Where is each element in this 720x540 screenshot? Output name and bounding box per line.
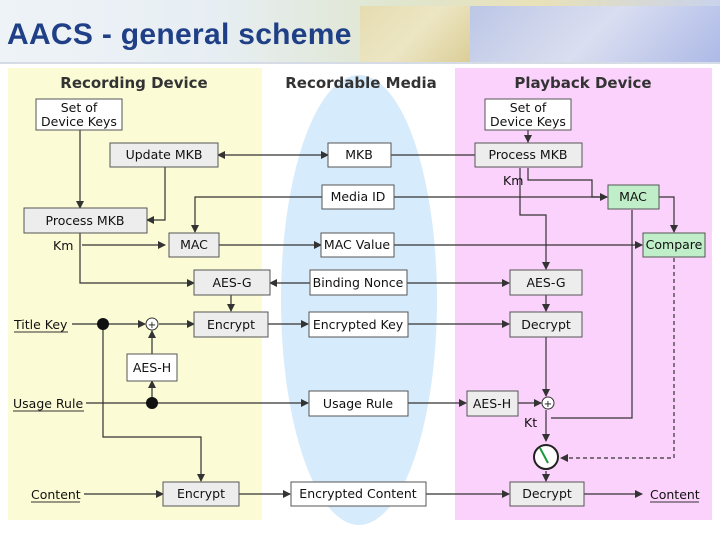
play-device-keys-label-2: Device Keys <box>490 114 566 129</box>
xor-icon-playback <box>541 396 555 410</box>
playback-header: Playback Device <box>514 74 651 92</box>
media-mkb-label: MKB <box>345 147 373 162</box>
mac-value-label: MAC Value <box>324 237 390 252</box>
play-aesh-label: AES-H <box>473 396 511 411</box>
title-key-label: Title Key <box>13 317 68 332</box>
rec-content-label: Content <box>31 487 81 502</box>
play-device-keys-box <box>484 98 572 131</box>
binding-nonce-label: Binding Nonce <box>313 275 404 290</box>
update-mkb-label: Update MKB <box>126 147 203 162</box>
play-aesh-box <box>466 390 519 417</box>
arrow-mediaid-to-mac <box>191 196 322 233</box>
recording-header: Recording Device <box>60 74 207 92</box>
compare-label: Compare <box>646 237 703 252</box>
rec-km-label: Km <box>53 238 73 253</box>
media-usage-rule-label: Usage Rule <box>323 396 393 411</box>
rec-device-keys-label-2: Device Keys <box>41 114 117 129</box>
rec-encrypt-key-label: Encrypt <box>207 317 255 332</box>
xor-symbol-playback: + <box>544 399 552 410</box>
switch-needle <box>539 447 549 464</box>
rec-aesh-label: AES-H <box>133 360 171 375</box>
junction-dot-titlekey <box>97 318 109 330</box>
page-title: AACS - general scheme <box>7 18 352 51</box>
rec-encrypt-key-box <box>193 311 269 338</box>
binding-nonce-box <box>309 269 408 296</box>
banner-texture <box>360 6 470 62</box>
switch-icon <box>533 444 559 470</box>
media-mkb-box <box>327 142 392 168</box>
update-mkb-box <box>109 142 219 168</box>
play-mac-label: MAC <box>619 189 647 204</box>
xor-symbol-recording: + <box>148 320 156 331</box>
rec-aesh-box <box>126 353 178 382</box>
arrow-titlekey-encrypt-content <box>102 324 205 482</box>
xor-icon-recording <box>145 317 159 331</box>
rec-aesg-box <box>193 269 271 296</box>
rec-aesg-label: AES-G <box>212 275 251 290</box>
play-decrypt-content-label: Decrypt <box>522 486 572 501</box>
arrow-update-to-process <box>146 167 166 224</box>
kt-label: Kt <box>524 415 537 430</box>
encrypted-key-box <box>308 311 409 338</box>
arrow-compare-switch <box>560 258 675 462</box>
title-banner <box>0 0 720 62</box>
arrow-play-km-aesg <box>519 168 550 270</box>
rec-encrypt-content-box <box>162 481 240 507</box>
play-decrypt-key-box <box>509 311 583 338</box>
arrow-km-to-aesg <box>79 233 195 287</box>
play-decrypt-key-label: Decrypt <box>521 317 571 332</box>
encrypted-content-box <box>290 481 427 507</box>
play-content-label: Content <box>650 487 700 502</box>
arrow-play-mac-compare <box>659 196 678 233</box>
rec-mac-label: MAC <box>180 237 208 252</box>
media-id-box <box>321 184 395 210</box>
play-mac-box <box>607 184 660 210</box>
media-header: Recordable Media <box>285 74 437 92</box>
play-process-mkb-box <box>474 142 583 168</box>
rec-encrypt-content-label: Encrypt <box>177 486 225 501</box>
rec-device-keys-label-1: Set of <box>61 100 98 115</box>
play-process-mkb-label: Process MKB <box>489 147 568 162</box>
play-decrypt-content-box <box>509 481 585 507</box>
line-play-km-mac <box>527 168 607 198</box>
media-usage-rule-box <box>308 390 409 417</box>
mac-value-box <box>320 232 395 258</box>
encrypted-content-label: Encrypted Content <box>299 486 416 501</box>
rec-device-keys-box <box>35 98 123 131</box>
junction-dot-usage <box>146 397 158 409</box>
encrypted-key-label: Encrypted Key <box>313 317 404 332</box>
play-km-label: Km <box>503 173 523 188</box>
rec-mac-box <box>168 232 220 258</box>
play-aesg-label: AES-G <box>526 275 565 290</box>
rec-usage-rule-label: Usage Rule <box>13 396 83 411</box>
banner-texture-right <box>470 6 720 62</box>
play-aesg-box <box>509 269 583 296</box>
play-device-keys-label-1: Set of <box>510 100 547 115</box>
rec-process-mkb-label: Process MKB <box>46 213 125 228</box>
compare-box <box>642 232 706 258</box>
rec-process-mkb-box <box>23 207 148 234</box>
title-divider <box>0 62 720 64</box>
media-id-label: Media ID <box>331 189 386 204</box>
line-mac-kt <box>551 210 633 419</box>
